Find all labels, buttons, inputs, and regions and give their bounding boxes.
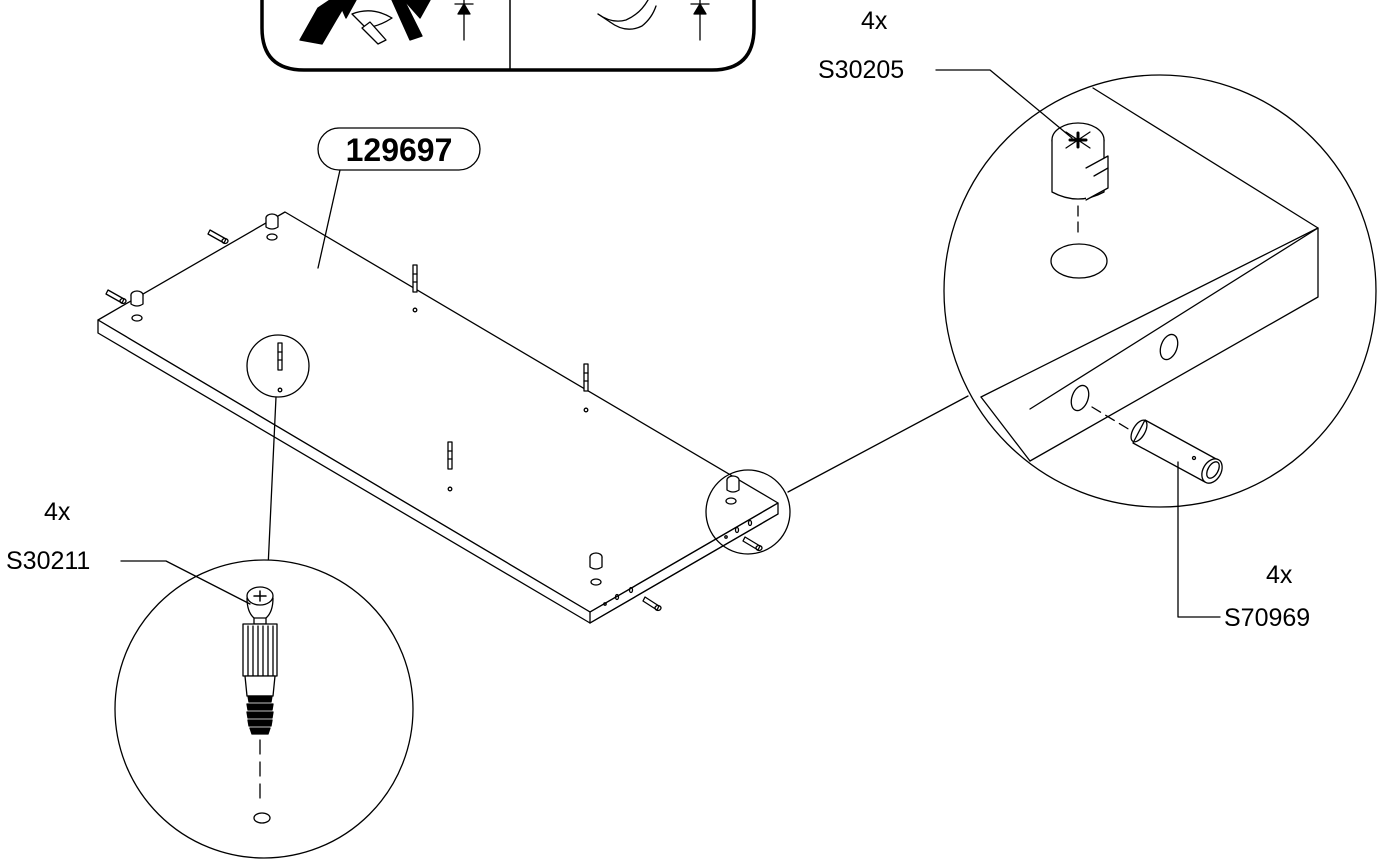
cam-lock-detail bbox=[943, 74, 1377, 508]
cam-bolt-leader bbox=[120, 560, 251, 605]
detail-marker-circle bbox=[705, 469, 791, 555]
detail-leader-line bbox=[787, 395, 969, 493]
cam-lock bbox=[130, 290, 144, 322]
hand-screwdriver-icon bbox=[299, 0, 474, 45]
cam-bolt-quantity: 4x bbox=[44, 498, 71, 526]
cam-bolt bbox=[412, 264, 418, 313]
edge-holes bbox=[603, 519, 753, 606]
part-number-label: 129697 bbox=[317, 127, 481, 269]
cam-lock bbox=[725, 475, 740, 505]
part-number-text: 129697 bbox=[346, 132, 453, 168]
cam-lock bbox=[589, 552, 603, 586]
cam-lock-quantity: 4x bbox=[861, 7, 888, 35]
dowel-leader bbox=[1177, 461, 1221, 618]
hand-turn-icon bbox=[597, 0, 710, 41]
cam-lock-part-code: S30205 bbox=[818, 56, 904, 84]
callout-cam-bolt: 4x S30211 bbox=[6, 498, 251, 605]
dowel bbox=[642, 596, 662, 612]
dowel bbox=[207, 229, 229, 245]
tool-instruction-panel bbox=[260, 0, 756, 72]
board-panel bbox=[97, 211, 779, 624]
cam-lock bbox=[265, 213, 279, 241]
callout-cam-lock: 4x S30205 bbox=[818, 7, 1073, 139]
detail-marker-circle bbox=[246, 334, 310, 398]
dowel bbox=[105, 289, 127, 305]
dowel bbox=[742, 536, 763, 552]
cam-bolt bbox=[583, 363, 589, 413]
cam-bolt bbox=[277, 342, 283, 393]
dowel-part-code: S70969 bbox=[1224, 604, 1310, 632]
callout-dowel: 4x S70969 bbox=[1177, 461, 1310, 632]
cam-bolt bbox=[447, 441, 453, 492]
detail-leader-line bbox=[267, 396, 277, 569]
cam-bolt-detail bbox=[114, 559, 414, 859]
dowel-quantity: 4x bbox=[1266, 561, 1293, 589]
cam-lock-leader bbox=[935, 69, 1073, 139]
cam-bolt-part-code: S30211 bbox=[6, 547, 90, 575]
